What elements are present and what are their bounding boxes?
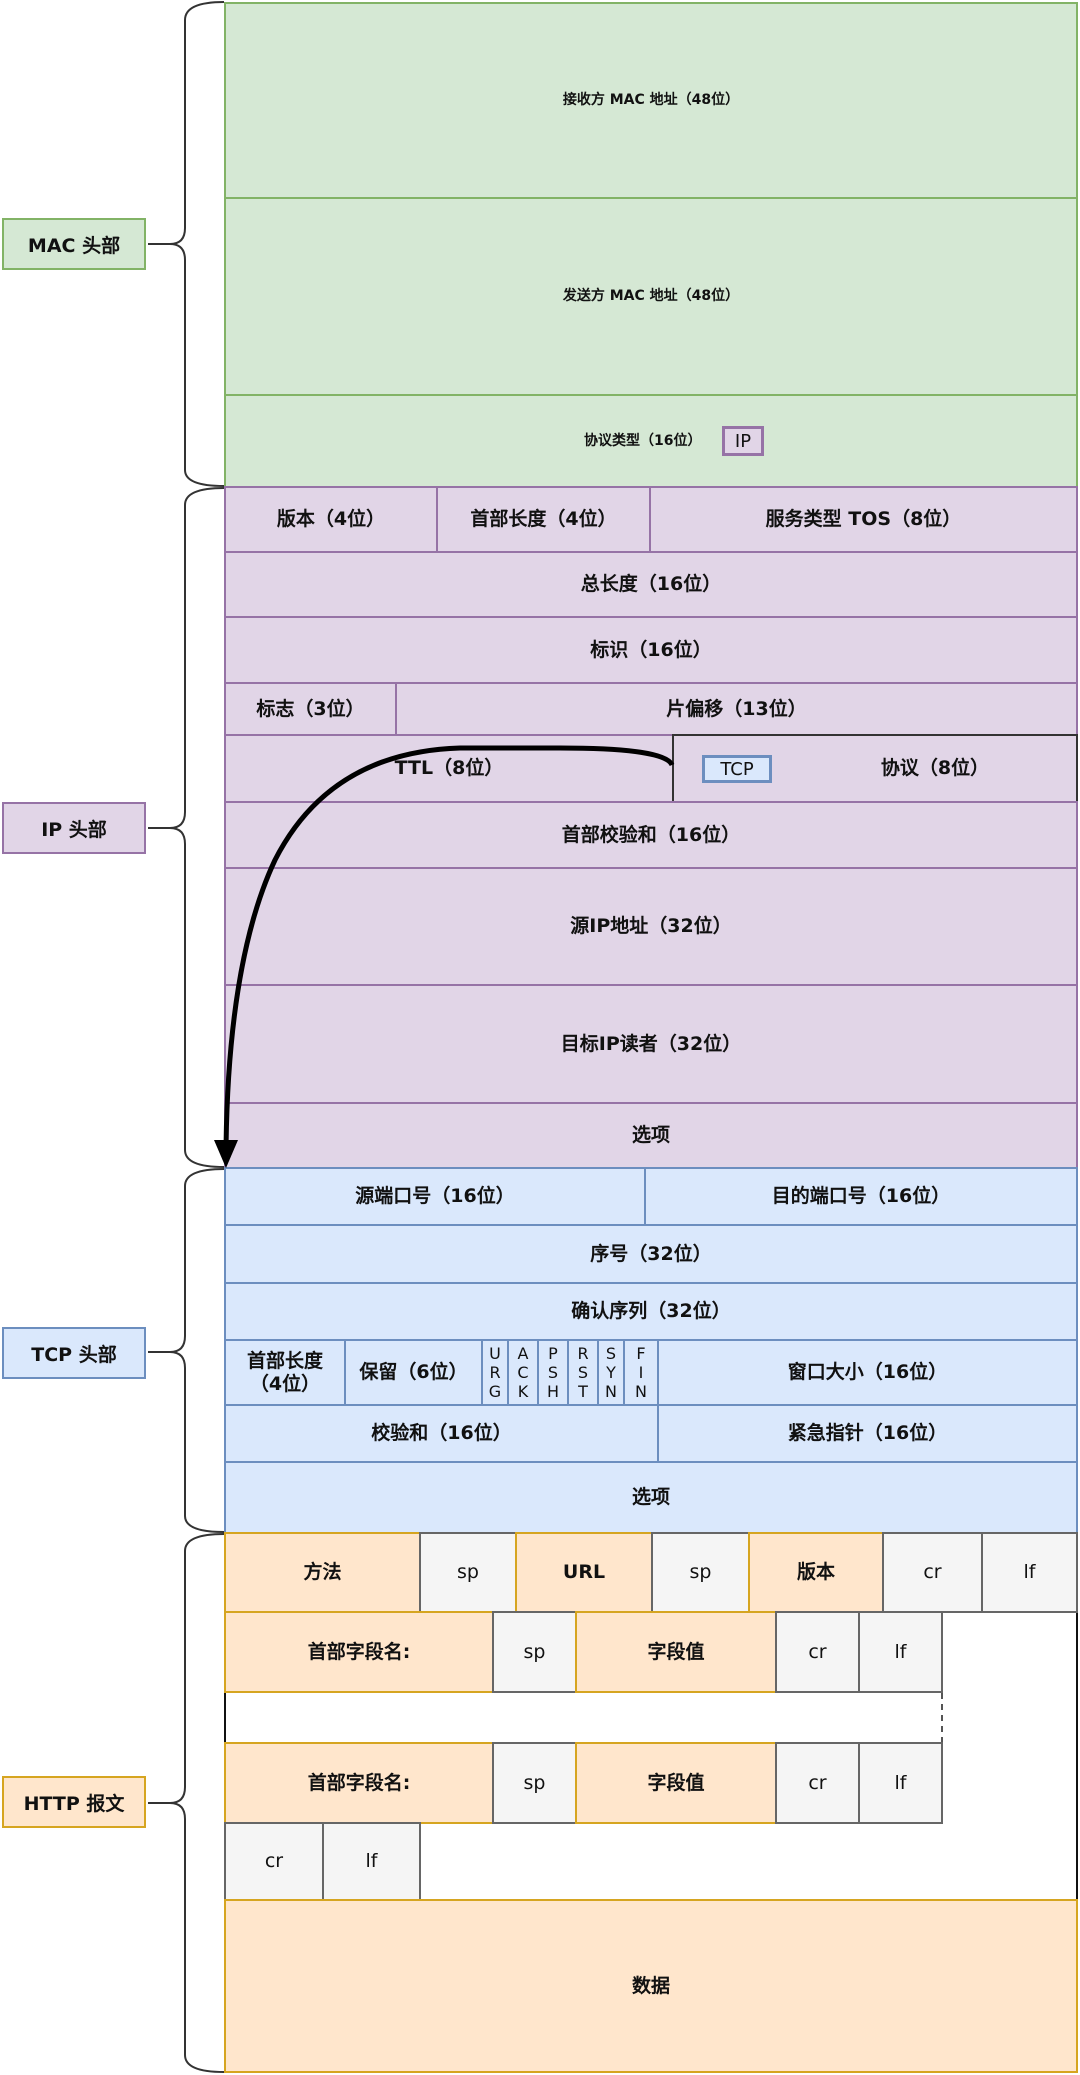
http-message-label: HTTP 报文 <box>2 1776 146 1828</box>
tcp-data-offset-bits: （4位） <box>249 1372 321 1395</box>
ip-src-address-field: 源IP地址（32位） <box>224 867 1078 986</box>
http-sp-2: sp <box>651 1532 750 1613</box>
tcp-dst-port-field: 目的端口号（16位） <box>644 1167 1078 1226</box>
header-continuation-dashes <box>941 1693 943 1743</box>
ip-header-checksum-field: 首部校验和（16位） <box>224 801 1078 869</box>
http-header-sp-2: sp <box>492 1742 577 1824</box>
mac-dst-field: 接收方 MAC 地址（48位） <box>224 2 1078 199</box>
ip-protocol-label: 协议（8位） <box>880 757 990 780</box>
http-header-lf-1: lf <box>858 1611 943 1693</box>
ip-ttl-field: TTL（8位） <box>224 734 674 803</box>
http-header-lf-2: lf <box>858 1742 943 1824</box>
http-body-field: 数据 <box>224 1899 1078 2073</box>
http-header-cr-1: cr <box>775 1611 860 1693</box>
tcp-data-offset-field: 首部长度 （4位） <box>224 1339 346 1406</box>
tcp-ack-field: 确认序列（32位） <box>224 1282 1078 1341</box>
ip-header-label: IP 头部 <box>2 802 146 854</box>
ip-ihl-field: 首部长度（4位） <box>436 486 651 553</box>
ip-tos-field: 服务类型 TOS（8位） <box>649 486 1078 553</box>
tcp-window-size-field: 窗口大小（16位） <box>657 1339 1078 1406</box>
http-header-cr-2: cr <box>775 1742 860 1824</box>
tcp-header-label: TCP 头部 <box>2 1327 146 1379</box>
tcp-data-offset-label: 首部长度 <box>246 1349 323 1372</box>
http-header-sp-1: sp <box>492 1611 577 1693</box>
ip-protocol-tag: IP <box>722 426 764 456</box>
ip-dst-address-field: 目标IP读者（32位） <box>224 984 1078 1104</box>
http-header-value-1: 字段值 <box>575 1611 777 1693</box>
ip-fragment-offset-field: 片偏移（13位） <box>395 682 1078 736</box>
ip-version-field: 版本（4位） <box>224 486 438 553</box>
http-header-name-1: 首部字段名: <box>224 1611 494 1693</box>
mac-header-label: MAC 头部 <box>2 218 146 270</box>
mac-src-field: 发送方 MAC 地址（48位） <box>224 197 1078 396</box>
arrow-head-icon <box>214 1140 238 1168</box>
mac-type-label: 协议类型（16位） <box>584 432 702 449</box>
tcp-protocol-tag: TCP <box>702 755 772 783</box>
http-url-field: URL <box>515 1532 653 1613</box>
http-request-lf: lf <box>981 1532 1078 1613</box>
http-blank-lf: lf <box>322 1822 421 1901</box>
http-request-cr: cr <box>882 1532 983 1613</box>
